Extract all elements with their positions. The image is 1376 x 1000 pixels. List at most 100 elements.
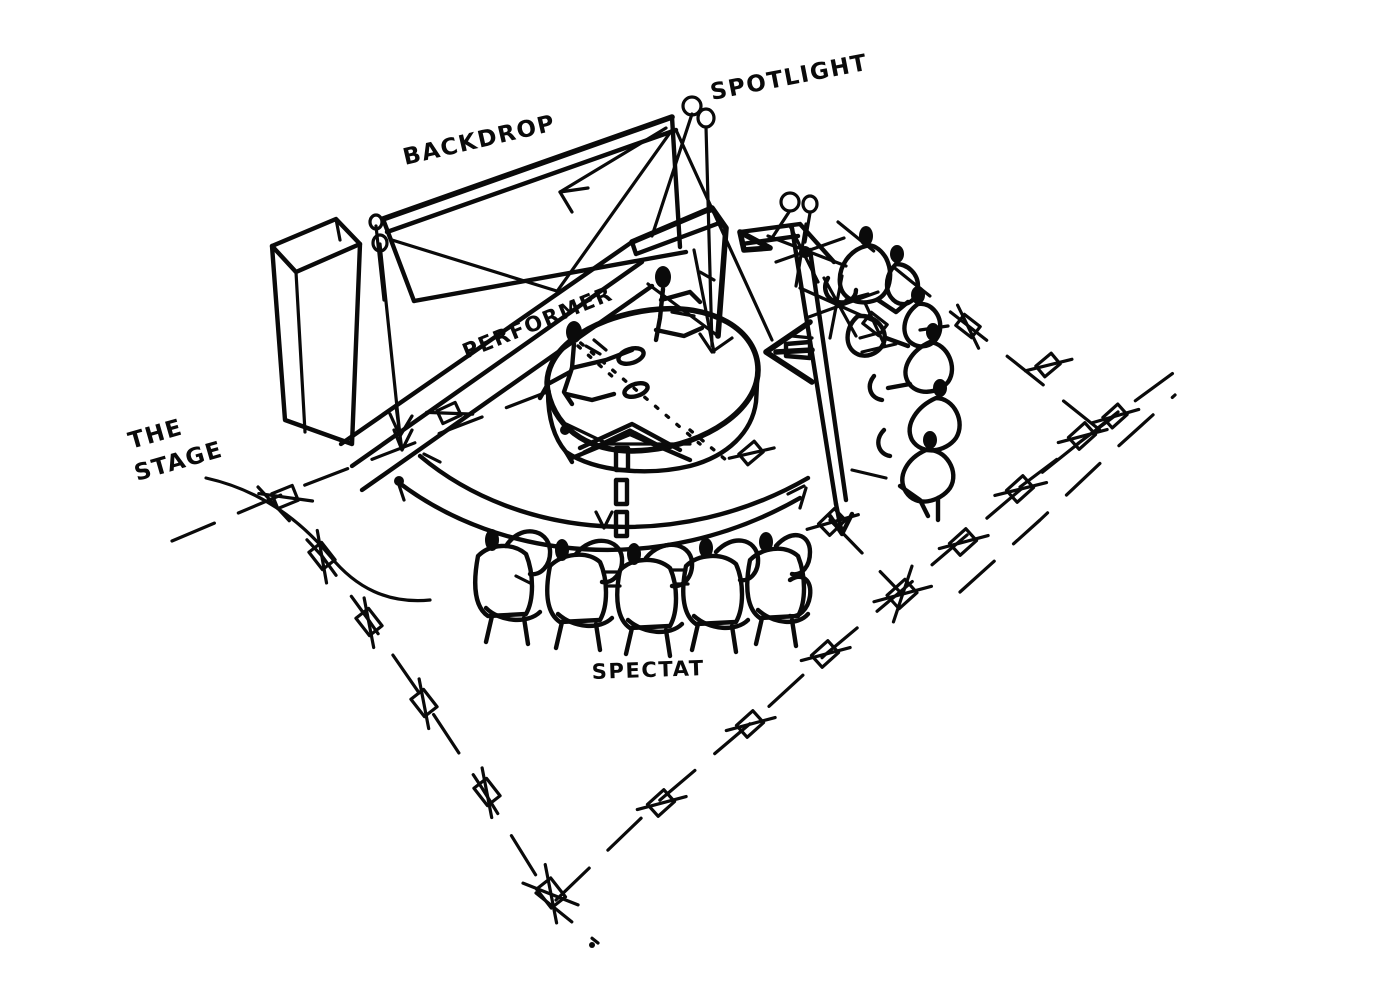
spectator-2-legs (553, 619, 603, 653)
side-figure-3-link (885, 381, 913, 391)
spectator-2-shoulder (573, 538, 625, 585)
spectator-3-seat-pan (625, 617, 685, 635)
spotlight-leader-1 (650, 112, 694, 238)
grid-marker (472, 766, 502, 820)
step-riser-marker-3 (613, 509, 630, 539)
side-figure-3-body (903, 339, 955, 394)
stray-dot (589, 942, 595, 948)
grid-axis-west (256, 485, 547, 892)
side-audience (823, 226, 962, 523)
seating-arc-tick (422, 452, 442, 464)
spectator-1-back (473, 543, 535, 619)
side-figure-1b-head (890, 245, 904, 263)
side-figure (897, 431, 956, 523)
grid-marker (1023, 351, 1074, 379)
spectator-1-head (485, 529, 499, 551)
spotlight-icon-5 (368, 213, 384, 231)
grid-marker (1091, 402, 1141, 430)
spectator-4-legs (689, 621, 739, 655)
backdrop-crease-a (390, 238, 562, 294)
step-riser-marker-2 (613, 477, 630, 507)
side-figure-4-head (933, 379, 947, 397)
performer-1-body (561, 341, 577, 407)
side-screen-rail (790, 334, 814, 340)
spectator-seat (545, 538, 625, 653)
performer-2-arm (658, 289, 703, 305)
stage-edge-tick-left (563, 449, 575, 465)
grid-marker (954, 303, 982, 350)
backdrop-view-arrow-head (558, 186, 590, 214)
stage-anchor-dot (560, 425, 570, 435)
grid-axis-east (836, 220, 1117, 444)
backdrop-view-arrow-shaft (558, 126, 668, 194)
grid-marker (425, 400, 475, 426)
side-figure-2-head (911, 286, 925, 304)
side-screen-right-edge (807, 247, 849, 503)
grid-marker (409, 677, 439, 731)
grid-marker (307, 528, 337, 585)
backdrop-bottom-edge (411, 249, 689, 304)
spotlight-leader-2 (704, 125, 714, 348)
riser-drop-arrow (392, 404, 414, 452)
side-chair-tick-1 (860, 342, 898, 354)
spotlight-beams (568, 332, 728, 462)
performer-2-head (655, 266, 671, 288)
step-tread-3 (582, 428, 678, 456)
side-wall-slab (269, 216, 363, 447)
spectator-2-head (555, 539, 569, 561)
grid-axis-east-return (958, 393, 1177, 594)
grid-marker (1056, 421, 1109, 451)
label-spectators: SPECTAT (591, 656, 705, 684)
seating-arc-outer (395, 479, 803, 553)
side-wall-inner-edge (294, 270, 307, 434)
side-screen (737, 221, 855, 537)
side-figure-5-leg (897, 483, 931, 519)
floor-tick-b (670, 568, 690, 586)
grid-marker (257, 483, 315, 511)
grid-marker (635, 788, 688, 818)
spectator-row (473, 529, 813, 659)
riser-right-end (629, 205, 729, 339)
grid-marker (521, 862, 580, 925)
spectator-seat (473, 529, 553, 647)
performer-2-detail (670, 310, 696, 318)
side-figure-2-link (883, 335, 911, 349)
spotlight-icon-6 (371, 233, 389, 253)
side-screen-top-inner (739, 233, 801, 247)
backdrop-top-edge-inner (384, 127, 679, 235)
riser-top-front-edge (338, 239, 635, 447)
spectator-1-legs (483, 613, 531, 647)
side-screen-left-edge (789, 225, 839, 507)
side-screen-arrowhead (737, 229, 773, 253)
spectator-seat (681, 538, 761, 655)
backdrop-crease-b (556, 128, 674, 292)
spectator-5-back (745, 546, 807, 621)
stage-view-arrowhead (698, 332, 734, 354)
performer-1-legs (563, 391, 617, 403)
spectator-3-legs (623, 625, 673, 659)
spectator-4-back (681, 553, 745, 627)
riser-top-face (629, 219, 725, 257)
spectator-3-head (627, 543, 641, 565)
seating-arc-notch-right (786, 484, 808, 510)
side-figure-3-head (926, 323, 940, 341)
grid-marker (937, 527, 990, 557)
misc-tick-3 (396, 480, 406, 502)
stage-steps (569, 421, 693, 539)
side-figure-1b-body (884, 261, 921, 307)
side-figure-4-arm (876, 427, 893, 459)
side-figure-5-head (923, 431, 937, 449)
performer-1-gesture (584, 338, 608, 356)
direction-arrow-shaft (773, 347, 815, 355)
spectator-2-seat-pan (555, 611, 615, 629)
seating-arcs (394, 452, 811, 553)
stage-prop-ellipse (616, 346, 646, 366)
spectator-5-shoulder (773, 533, 813, 577)
spectator-5-legs (753, 615, 799, 649)
performer-1-head (566, 321, 582, 343)
spectator-4-seat-pan (691, 613, 751, 631)
grid-marker (799, 639, 852, 669)
beam-dotted-main (568, 332, 702, 446)
